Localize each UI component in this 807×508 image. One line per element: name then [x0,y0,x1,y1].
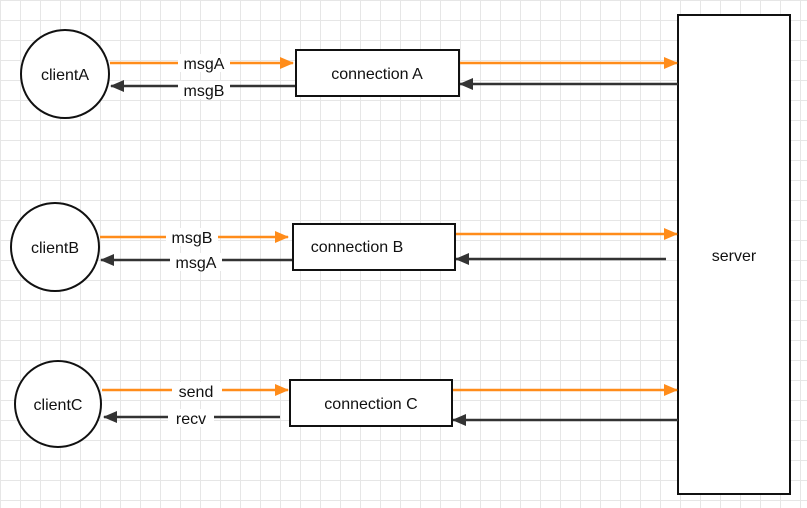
connection-a-outgoing-label: msgA [184,56,225,73]
client-b-label: clientB [31,240,79,257]
server-box [677,14,791,495]
connection-c-label-bg-out [172,382,222,400]
connection-a-incoming-label: msgB [184,83,225,100]
connection-a-label-bg-in [178,81,230,99]
connection-c-label: connection C [324,396,417,413]
connection-a-box [295,49,460,97]
connection-b-outgoing-label: msgB [172,230,213,247]
connection-b-label-bg-out [166,228,218,246]
connection-b-label-bg-in [170,253,222,271]
connection-a-label: connection A [331,66,423,83]
connection-c-incoming-label: recv [176,411,206,428]
connection-c-outgoing-label: send [179,384,214,401]
client-a-node [20,29,110,119]
connection-a-label-bg-out [178,54,230,72]
client-b-node [10,202,100,292]
connection-c-label-bg-in [168,409,214,427]
client-c-label: clientC [34,397,83,414]
client-c-node [14,360,102,448]
server-label: server [712,248,757,265]
client-a-label: clientA [41,67,89,84]
connection-b-box [292,223,456,271]
connection-c-box [289,379,453,427]
connection-b-incoming-label: msgA [176,255,217,272]
connection-b-label: connection B [311,239,404,256]
